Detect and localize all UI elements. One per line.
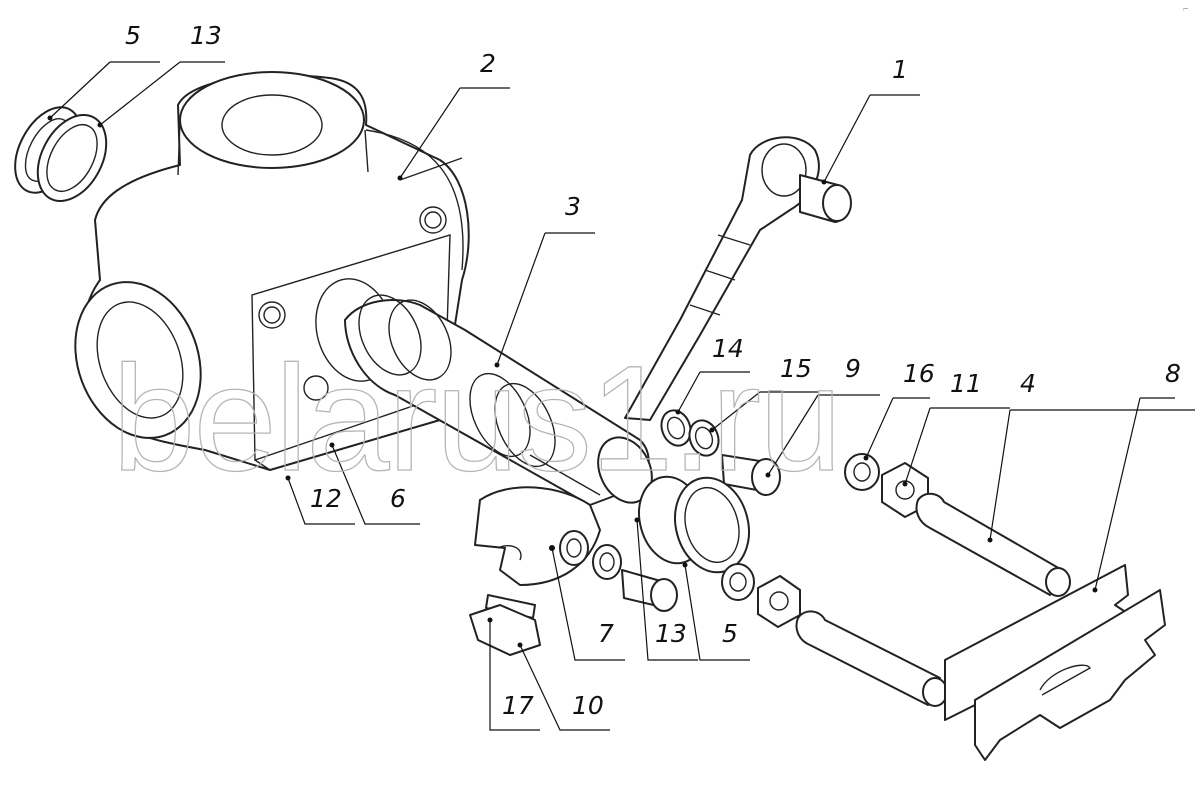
callout-5-lower: 5: [722, 619, 738, 648]
leader-lines: [49, 61, 1195, 731]
nut-part-10: [469, 604, 541, 656]
washer-mid-right: [721, 563, 755, 601]
callout-12: 12: [310, 484, 342, 513]
callout-9: 9: [845, 354, 861, 383]
valve-spool-part-3: [344, 294, 653, 506]
ring-part-13-top: [36, 114, 108, 202]
callout-13-top: 13: [190, 21, 222, 50]
callout-2: 2: [480, 49, 496, 78]
callout-14: 14: [712, 334, 744, 363]
nut-mid-right: [757, 575, 801, 628]
callout-8: 8: [1165, 359, 1181, 388]
watermark-text: belarus1.ru: [112, 334, 840, 502]
callout-labels: 5 13 2 1 3 14 15 9 16 11 4 8 12 6 7 13 5…: [125, 21, 1181, 720]
callout-5-top: 5: [125, 21, 141, 50]
callout-1: 1: [892, 55, 908, 84]
washer-left-lower: [559, 530, 589, 566]
callout-4: 4: [1020, 369, 1036, 398]
clamp-plate-part-8: [944, 564, 1166, 761]
lock-washer-part-17: [485, 594, 536, 619]
callout-13-lower: 13: [655, 619, 687, 648]
washer-part-14: [660, 409, 692, 447]
bolt-part-4-upper: [915, 492, 1071, 597]
bolt-part-4-lower: [795, 610, 948, 707]
callout-11: 11: [950, 369, 982, 398]
callout-17: 17: [502, 691, 534, 720]
callout-3: 3: [565, 192, 581, 221]
callout-10: 10: [572, 691, 604, 720]
washer-part-16: [844, 453, 880, 491]
corner-mark: ⌐: [1183, 5, 1188, 15]
pin-part-9: [721, 454, 781, 496]
leader-dots: [47, 115, 1098, 648]
washer-right-lower: [592, 544, 622, 580]
callout-7: 7: [598, 619, 614, 648]
callout-6: 6: [390, 484, 406, 513]
pin-lower: [621, 569, 678, 612]
lever-part-1: [624, 136, 852, 421]
callout-16: 16: [903, 359, 935, 388]
callout-15: 15: [780, 354, 812, 383]
